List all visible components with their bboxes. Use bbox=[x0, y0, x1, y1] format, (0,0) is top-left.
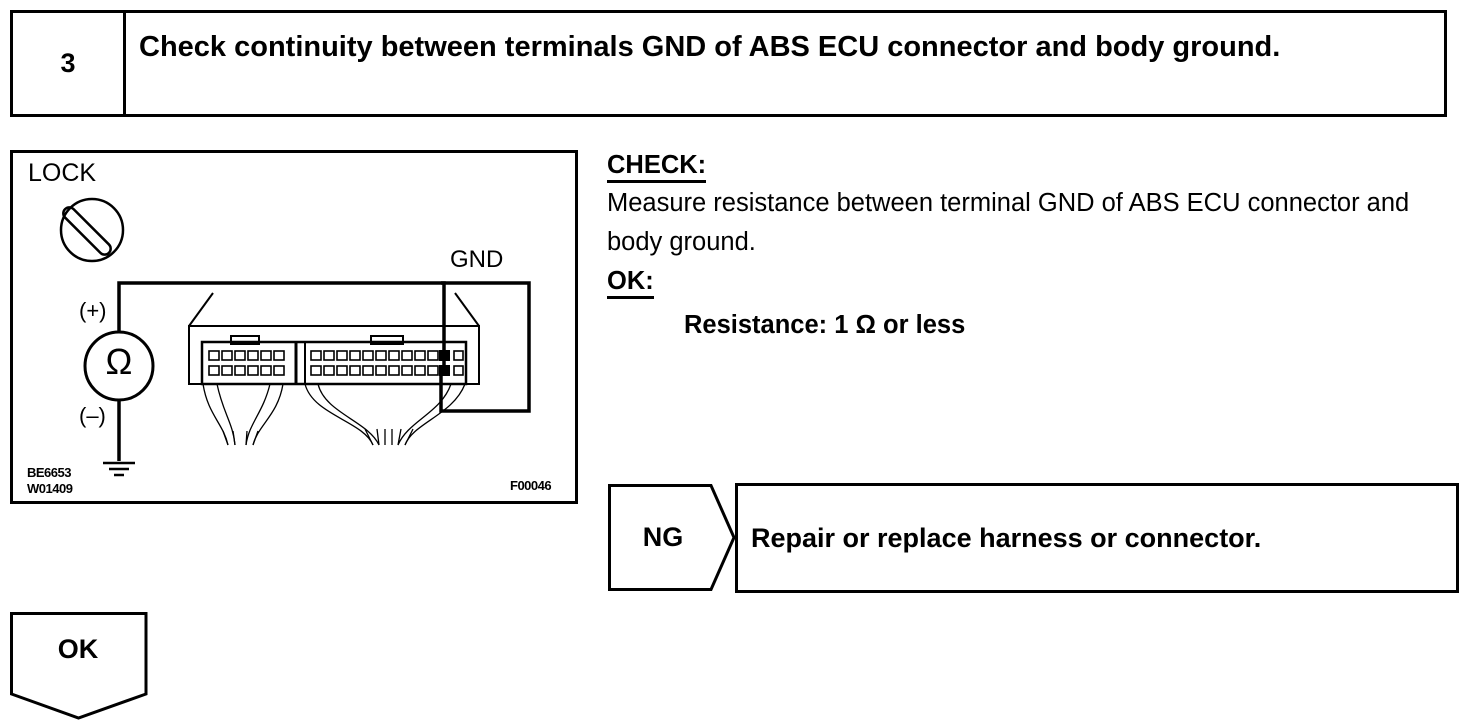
resistance-spec: Resistance: 1 Ω or less bbox=[684, 311, 966, 339]
ng-label: NG bbox=[642, 522, 684, 552]
negative-label: (–) bbox=[79, 403, 106, 428]
gnd-terminal-2 bbox=[439, 365, 450, 376]
connector-diagram: LOCK GND (+) (–) Ω BE6653 W01409 F00046 bbox=[10, 150, 578, 504]
ground-symbol-icon bbox=[103, 461, 135, 477]
connector-pins-left bbox=[208, 350, 285, 376]
gnd-probe-lead bbox=[439, 281, 531, 413]
step-title: Check continuity between terminals GND o… bbox=[139, 31, 1281, 63]
positive-label: (+) bbox=[79, 298, 107, 323]
gnd-label: GND bbox=[450, 246, 504, 273]
connector-pins-right bbox=[310, 350, 464, 376]
ok-arrow: OK bbox=[10, 612, 150, 720]
check-block: CHECK: Measure resistance between termin… bbox=[607, 146, 1452, 345]
ng-arrow: NG bbox=[608, 484, 736, 591]
ecu-connector bbox=[188, 292, 480, 386]
ohm-symbol: Ω bbox=[105, 341, 133, 382]
step-header: 3 Check continuity between terminals GND… bbox=[10, 10, 1447, 117]
figure-code: F00046 bbox=[510, 478, 552, 493]
check-heading: CHECK: bbox=[607, 150, 707, 183]
ignition-lock-icon bbox=[59, 197, 125, 263]
ng-arrow-icon bbox=[608, 484, 736, 591]
lock-label: LOCK bbox=[28, 159, 97, 187]
ok-label: OK bbox=[57, 634, 99, 664]
diagram-drawing bbox=[59, 197, 531, 477]
step-number: 3 bbox=[13, 13, 126, 114]
diagram-code-2: W01409 bbox=[27, 481, 73, 496]
ok-heading: OK: bbox=[607, 266, 654, 299]
ng-action: Repair or replace harness or connector. bbox=[735, 483, 1459, 593]
check-text: Measure resistance between terminal GND … bbox=[607, 189, 1410, 256]
ok-arrow-icon bbox=[10, 612, 148, 720]
gnd-terminal bbox=[439, 350, 450, 361]
wire-harness bbox=[202, 383, 466, 446]
diagram-code-1: BE6653 bbox=[27, 465, 71, 480]
